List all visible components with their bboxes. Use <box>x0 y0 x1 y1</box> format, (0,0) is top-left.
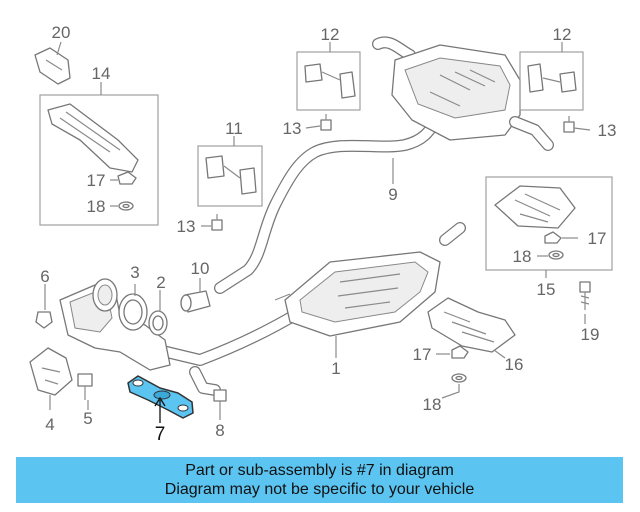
callout-17-box14: 17 <box>87 171 106 190</box>
callout-4: 4 <box>45 415 54 434</box>
callout-5: 5 <box>83 409 92 428</box>
callout-12-right: 12 <box>553 25 572 44</box>
callout-13-left: 13 <box>177 217 196 236</box>
bracket-4 <box>29 347 73 396</box>
center-muffler <box>274 251 441 337</box>
callout-labels: 20 14 17 18 12 13 12 13 11 13 9 6 3 2 10… <box>40 23 616 445</box>
bolt-13-b <box>563 116 575 133</box>
callout-12-left: 12 <box>321 25 340 44</box>
clamp-3 <box>118 293 148 331</box>
clip-17-lower <box>451 345 469 359</box>
box-14 <box>39 94 159 226</box>
callout-19: 19 <box>581 325 600 344</box>
callout-10: 10 <box>191 259 210 278</box>
bolt-8 <box>213 389 227 412</box>
callout-2: 2 <box>156 273 165 292</box>
callout-9: 9 <box>388 185 397 204</box>
catalytic-converter <box>59 278 171 371</box>
heat-shield-20 <box>34 47 71 85</box>
callout-17-box15: 17 <box>588 229 607 248</box>
rear-muffler <box>372 36 554 151</box>
exhaust-system-diagram: 20 14 17 18 12 13 12 13 11 13 9 6 3 2 10… <box>29 23 616 445</box>
callout-17-lower: 17 <box>413 345 432 364</box>
callout-20: 20 <box>52 23 71 42</box>
callout-8: 8 <box>215 421 224 440</box>
bracket-7-highlighted <box>127 375 194 419</box>
callout-13-right: 13 <box>598 121 617 140</box>
callout-1: 1 <box>331 359 340 378</box>
callout-7-highlighted: 7 <box>155 424 166 445</box>
callout-18-box15: 18 <box>513 247 532 266</box>
callout-6: 6 <box>40 267 49 286</box>
box-11 <box>197 145 263 207</box>
callout-3: 3 <box>130 263 139 282</box>
callout-18-lower: 18 <box>423 395 442 414</box>
box-12-right <box>519 51 584 111</box>
exhaust-pipe-9 <box>214 112 444 294</box>
callout-14: 14 <box>92 64 111 83</box>
nut-6 <box>35 311 53 329</box>
bolt-5 <box>77 373 93 400</box>
gasket-2 <box>148 310 168 336</box>
leader-lines <box>44 41 591 423</box>
info-banner: Part or sub-assembly is #7 in diagram Di… <box>16 457 623 503</box>
callout-18-box14: 18 <box>87 197 106 216</box>
bolt-19 <box>579 281 591 310</box>
callout-13-middle: 13 <box>283 119 302 138</box>
bolt-13-a <box>320 114 332 131</box>
heat-shield-16 <box>427 297 516 353</box>
callout-15: 15 <box>537 280 556 299</box>
clamp-10 <box>180 290 211 313</box>
box-12-left <box>296 51 361 111</box>
washer-18-lower <box>451 373 467 383</box>
callout-16: 16 <box>505 355 524 374</box>
box-15 <box>485 176 613 271</box>
callout-11: 11 <box>225 119 243 138</box>
banner-line-2: Diagram may not be specific to your vehi… <box>164 481 475 498</box>
bolt-13-c <box>211 214 223 231</box>
banner-line-1: Part or sub-assembly is #7 in diagram <box>185 462 454 479</box>
